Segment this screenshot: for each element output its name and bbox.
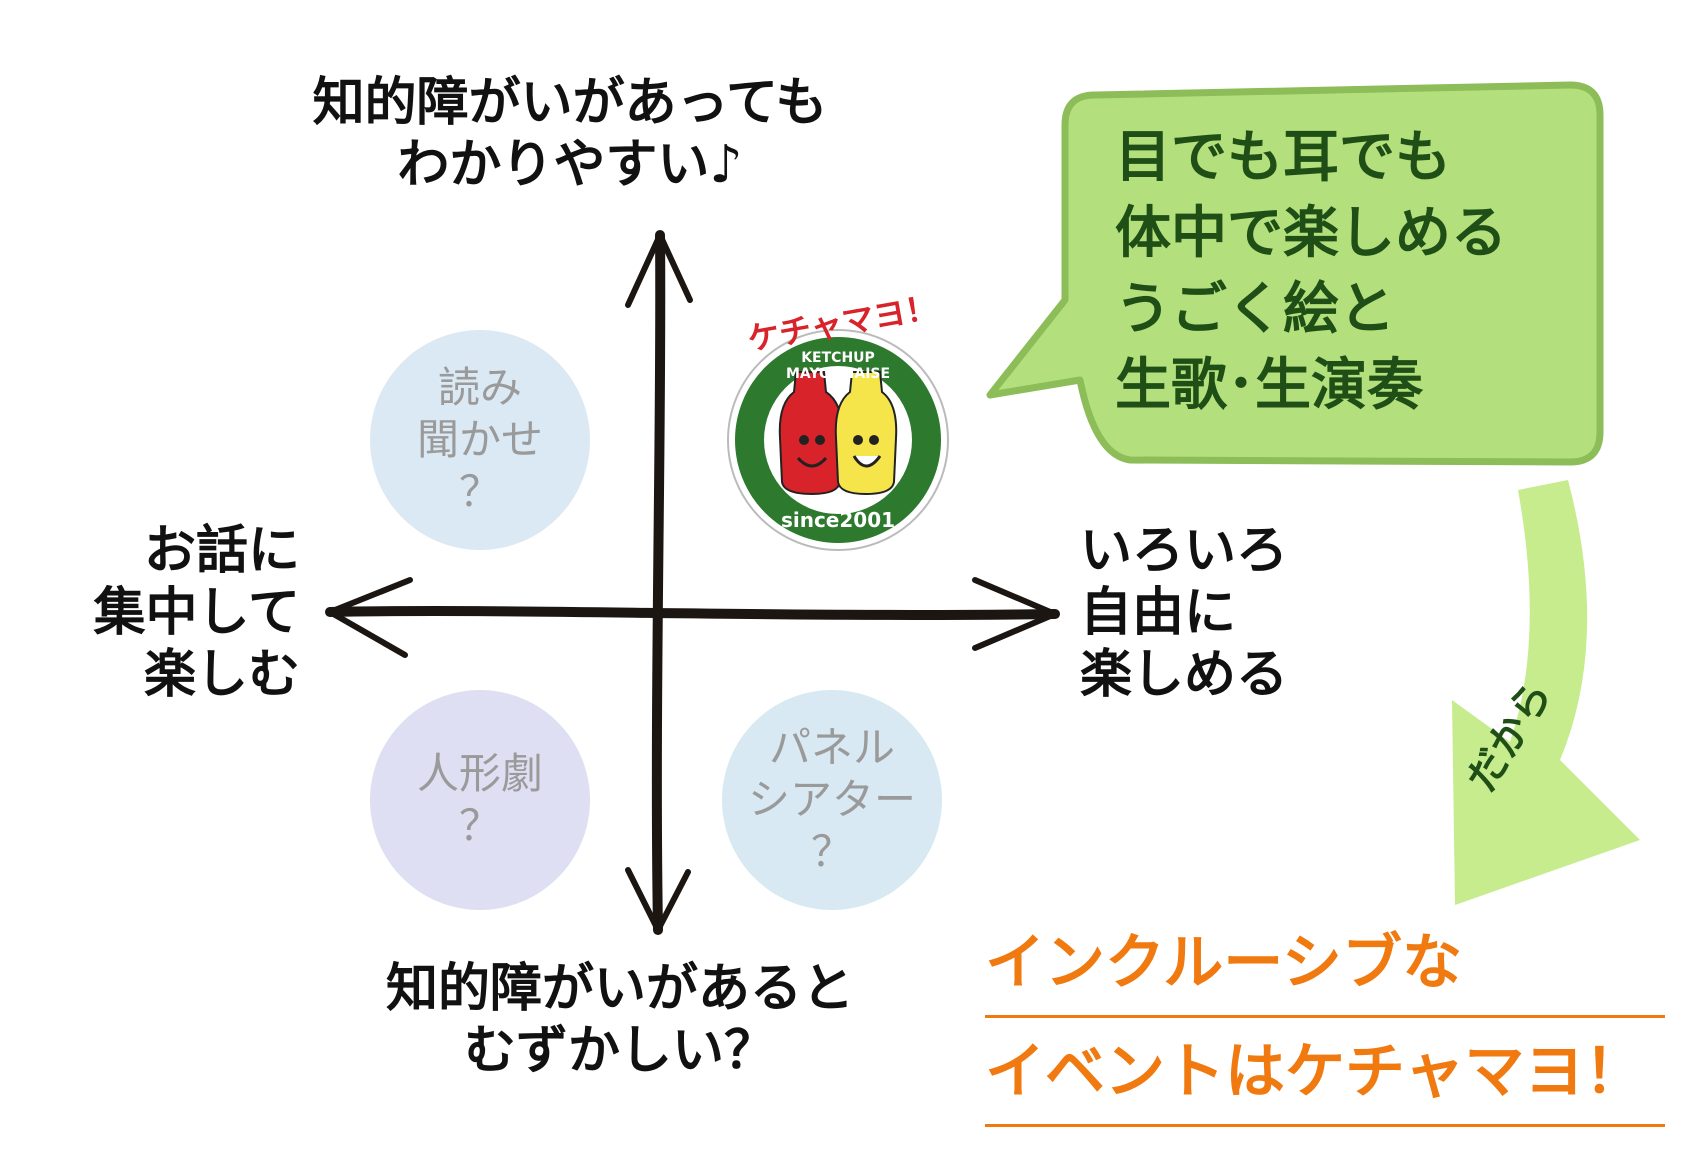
bubble-puppet-line-2: ？ xyxy=(458,801,501,850)
bubble-panel-line-3: ？ xyxy=(810,827,853,876)
axis-bottom-line-2: むずかしい？ xyxy=(463,1021,776,1081)
horizontal-axis xyxy=(325,577,1060,658)
bubble-reading-line-2: 聞かせ xyxy=(416,415,543,464)
axis-label-right: いろいろ 自由に 楽しめる xyxy=(1080,520,1380,706)
bubble-panel-line-2: シアター xyxy=(747,775,916,824)
speech-line-2: 体中で楽しめる xyxy=(1115,201,1507,266)
bubble-reading-line-3: ？ xyxy=(458,467,501,516)
axis-left-line-1: お話に xyxy=(143,521,300,581)
axis-label-left: お話に 集中して 楽しむ xyxy=(40,520,300,706)
speech-bubble xyxy=(986,81,1604,466)
axis-top-line-1: 知的障がいがあっても xyxy=(312,73,828,133)
axis-label-bottom: 知的障がいがあると むずかしい？ xyxy=(300,958,940,1082)
axis-top-line-2: わかりやすい♪ xyxy=(397,135,743,195)
logo-ring-text: KETCHUP MAYONNAISE xyxy=(785,350,891,382)
bubble-reading-line-1: 読み xyxy=(437,363,522,412)
speech-text: 目でも耳でも 体中で楽しめる うごく絵と 生歌･生演奏 xyxy=(1115,120,1585,424)
bubble-puppet: 人形劇 ？ xyxy=(370,690,590,910)
axis-right-line-3: 楽しめる xyxy=(1080,645,1289,705)
logo-since-text: since2001 xyxy=(780,508,896,532)
axis-left-line-3: 楽しむ xyxy=(143,645,300,705)
axis-bottom-line-1: 知的障がいがあると xyxy=(385,959,854,1019)
bubble-puppet-line-1: 人形劇 xyxy=(416,749,543,798)
vertical-axis xyxy=(625,230,693,935)
conclusion-text: インクルーシブな イベントはケチャマヨ！ xyxy=(985,915,1665,1133)
speech-line-4: 生歌･生演奏 xyxy=(1115,353,1423,418)
curved-arrow xyxy=(1452,480,1640,905)
axis-label-top: 知的障がいがあっても わかりやすい♪ xyxy=(250,72,890,196)
axis-right-line-1: いろいろ xyxy=(1080,521,1289,581)
bubble-reading: 読み 聞かせ ？ xyxy=(370,330,590,550)
conclusion-line-2: イベントはケチャマヨ！ xyxy=(985,1024,1665,1127)
ketchup-mayonnaise-logo xyxy=(727,329,949,551)
speech-line-1: 目でも耳でも xyxy=(1115,125,1451,190)
axis-left-line-2: 集中して xyxy=(93,583,300,643)
speech-line-3: うごく絵と xyxy=(1115,277,1395,342)
conclusion-line-1: インクルーシブな xyxy=(985,915,1665,1018)
bubble-panel-line-1: パネル xyxy=(768,723,895,772)
bubble-panel-theater: パネル シアター ？ xyxy=(722,690,942,910)
axis-right-line-2: 自由に xyxy=(1080,583,1237,643)
